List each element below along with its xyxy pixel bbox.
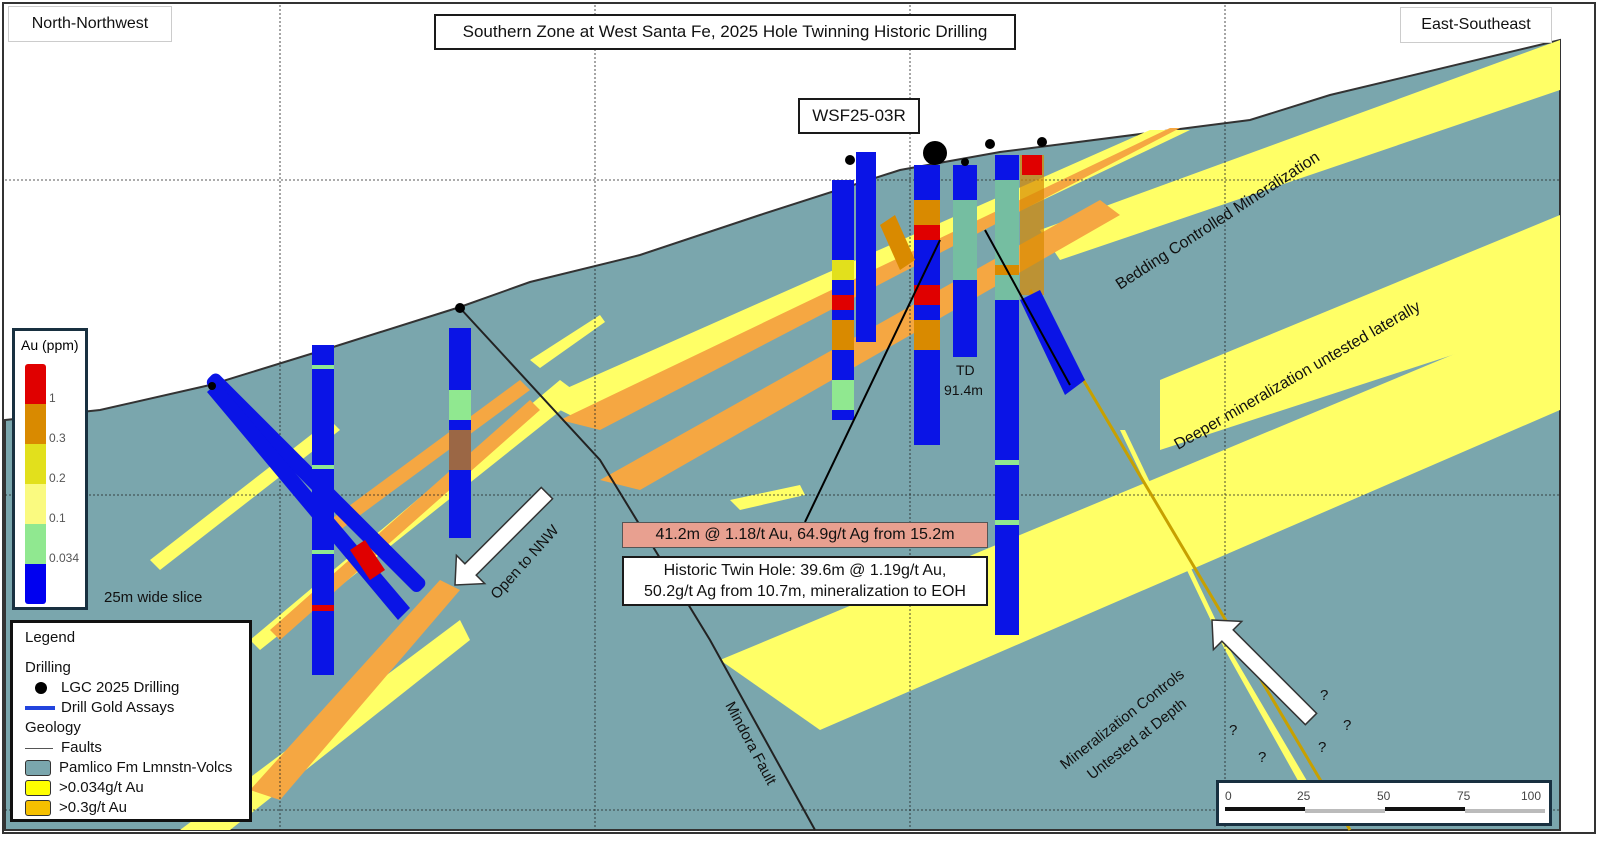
legend-drilling-header: Drilling (25, 659, 71, 676)
drill-hole (1020, 155, 1044, 295)
svg-text:?: ? (1258, 749, 1266, 766)
scale-bar: 0 25 50 75 100 (1216, 780, 1552, 826)
colorbar-tick: 0.1 (49, 511, 66, 525)
scale-segment (1225, 807, 1305, 811)
intercept-historic-line1: Historic Twin Hole: 39.6m @ 1.19g/t Au, (663, 562, 947, 579)
scale-tick: 75 (1457, 789, 1471, 803)
drill-hole (312, 345, 334, 675)
scale-segment (1305, 809, 1385, 813)
legend-geology-header: Geology (25, 719, 81, 736)
fault-line-icon (25, 747, 53, 749)
au-colorbar: Au (ppm) 1 0.3 0.2 0.1 0.034 (12, 328, 88, 610)
colorbar-tick: 0.2 (49, 471, 66, 485)
colorbar-tick: 0.3 (49, 431, 66, 445)
drill-hole-angled-east (1020, 290, 1085, 395)
colorbar-swatch (25, 483, 46, 524)
high-grade-swatch (25, 800, 51, 817)
direction-right: East-Southeast (1400, 7, 1552, 43)
colorbar-swatch (25, 403, 46, 444)
slice-label: 25m wide slice (104, 589, 202, 606)
scale-tick: 50 (1377, 789, 1391, 803)
legend-high-grade: >0.3g/t Au (25, 799, 127, 817)
colorbar-title: Au (ppm) (21, 337, 79, 353)
legend-title: Legend (25, 629, 76, 646)
hole-label: WSF25-03R (798, 98, 920, 134)
colorbar-swatches (25, 364, 46, 604)
colorbar-swatch (25, 364, 46, 404)
legend-pamlico: Pamlico Fm Lmnstn-Volcs (25, 759, 232, 777)
legend-lgc-drilling: LGC 2025 Drilling (35, 679, 179, 696)
assay-line-icon (25, 706, 55, 711)
intercept-historic-line2: 50.2g/t Ag from 10.7m, mineralization to… (644, 583, 966, 600)
leader-line (984, 229, 1071, 386)
td-label: TD (956, 362, 975, 378)
mindora-fault (459, 307, 816, 831)
td-depth: 91.4m (944, 382, 983, 398)
low-grade-swatch (25, 780, 51, 797)
collar-markers (208, 137, 1047, 390)
direction-left: North-Northwest (8, 6, 172, 42)
drill-holes (206, 152, 1085, 675)
page-title: Southern Zone at West Santa Fe, 2025 Hol… (434, 14, 1016, 50)
intercept-historic: Historic Twin Hole: 39.6m @ 1.19g/t Au, … (622, 556, 988, 606)
legend: Legend Drilling LGC 2025 Drilling Drill … (10, 620, 252, 822)
scale-segment (1465, 809, 1545, 813)
legend-drill-assays: Drill Gold Assays (25, 699, 174, 716)
collar-icon (35, 682, 47, 695)
svg-text:?: ? (1343, 717, 1351, 734)
svg-text:?: ? (1229, 722, 1237, 739)
colorbar-swatch (25, 563, 46, 604)
scale-tick: 0 (1225, 789, 1232, 803)
colorbar-swatch (25, 523, 46, 564)
intercept-new: 41.2m @ 1.18/t Au, 64.9g/t Ag from 15.2m (622, 522, 988, 548)
colorbar-tick: 1 (49, 391, 56, 405)
svg-text:?: ? (1318, 739, 1326, 756)
grid (5, 5, 1560, 830)
pamlico-swatch (25, 760, 51, 777)
scale-segment (1385, 807, 1465, 811)
question-marks: ?? ?? ? (1229, 687, 1351, 766)
scale-tick: 100 (1521, 789, 1542, 803)
arrow-open-nnw (454, 486, 554, 586)
drill-hole (856, 152, 876, 342)
colorbar-tick: 0.034 (49, 551, 80, 565)
legend-low-grade: >0.034g/t Au (25, 779, 144, 797)
colorbar-swatch (25, 443, 46, 484)
svg-text:?: ? (1320, 687, 1328, 704)
leader-line (804, 239, 941, 523)
scale-tick: 25 (1297, 789, 1311, 803)
arrow-untested-depth (1211, 619, 1318, 726)
legend-faults: Faults (25, 739, 102, 756)
